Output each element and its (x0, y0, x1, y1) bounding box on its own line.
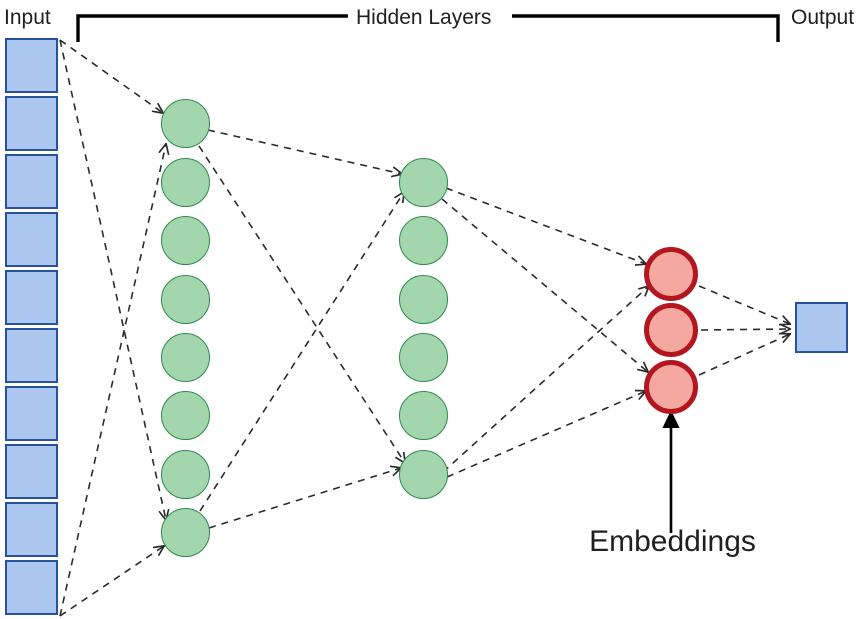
input-node-8[interactable] (5, 502, 58, 557)
hidden-2-node-2[interactable] (398, 274, 448, 324)
edge-input-0-to-hidden1-7 (59, 39, 166, 520)
hidden-2-node-5[interactable] (398, 449, 448, 499)
input-node-0[interactable] (5, 38, 58, 93)
edge-hidden2-5-to-embed-2 (446, 391, 646, 478)
input-node-5[interactable] (5, 328, 58, 383)
hidden-2-node-0[interactable] (398, 157, 448, 207)
hidden-2-node-4[interactable] (398, 390, 448, 440)
edge-embed-0-to-output (698, 285, 790, 324)
edge-embed-1-to-output (700, 329, 790, 330)
edge-hidden1-0-to-hidden2-0 (207, 129, 402, 174)
hidden-1-node-3[interactable] (160, 274, 210, 324)
input-node-9[interactable] (5, 560, 58, 615)
hidden-2-node-1[interactable] (398, 215, 448, 265)
edge-hidden1-0-to-hidden2-5 (198, 145, 405, 463)
embedding-node-1[interactable] (644, 303, 698, 357)
edge-embed-2-to-output (698, 334, 790, 376)
input-layer-label: Input (4, 6, 51, 29)
input-node-2[interactable] (5, 154, 58, 209)
edge-hidden2-0-to-embed-0 (445, 187, 646, 264)
hidden-1-node-4[interactable] (160, 332, 210, 382)
hidden-1-node-2[interactable] (160, 215, 210, 265)
hidden-1-node-7[interactable] (160, 507, 210, 557)
edge-hidden2-0-to-embed-2 (441, 198, 648, 372)
output-layer-label: Output (791, 6, 855, 29)
hidden-2-node-3[interactable] (398, 332, 448, 382)
hidden-1-node-1[interactable] (160, 157, 210, 207)
input-node-7[interactable] (5, 444, 58, 499)
hidden-1-node-5[interactable] (160, 390, 210, 440)
input-node-6[interactable] (5, 386, 58, 441)
edge-input-9-to-hidden1-7 (59, 546, 164, 617)
hidden-1-node-6[interactable] (160, 449, 210, 499)
embeddings-caption: Embeddings (589, 525, 756, 558)
edge-input-0-to-hidden1-0 (59, 39, 163, 113)
embedding-node-0[interactable] (644, 247, 698, 301)
hidden-1-node-0[interactable] (160, 98, 210, 148)
hidden-layers-label: Hidden Layers (352, 7, 496, 28)
edge-input-9-to-hidden1-0 (59, 144, 166, 617)
edge-hidden1-7-to-hidden2-5 (208, 468, 401, 529)
embedding-node-2[interactable] (644, 360, 698, 414)
output-node[interactable] (795, 302, 848, 353)
input-node-1[interactable] (5, 96, 58, 151)
edge-hidden2-5-to-embed-0 (442, 286, 649, 473)
input-node-4[interactable] (5, 270, 58, 325)
edge-hidden1-7-to-hidden2-0 (199, 192, 404, 512)
input-node-3[interactable] (5, 212, 58, 267)
